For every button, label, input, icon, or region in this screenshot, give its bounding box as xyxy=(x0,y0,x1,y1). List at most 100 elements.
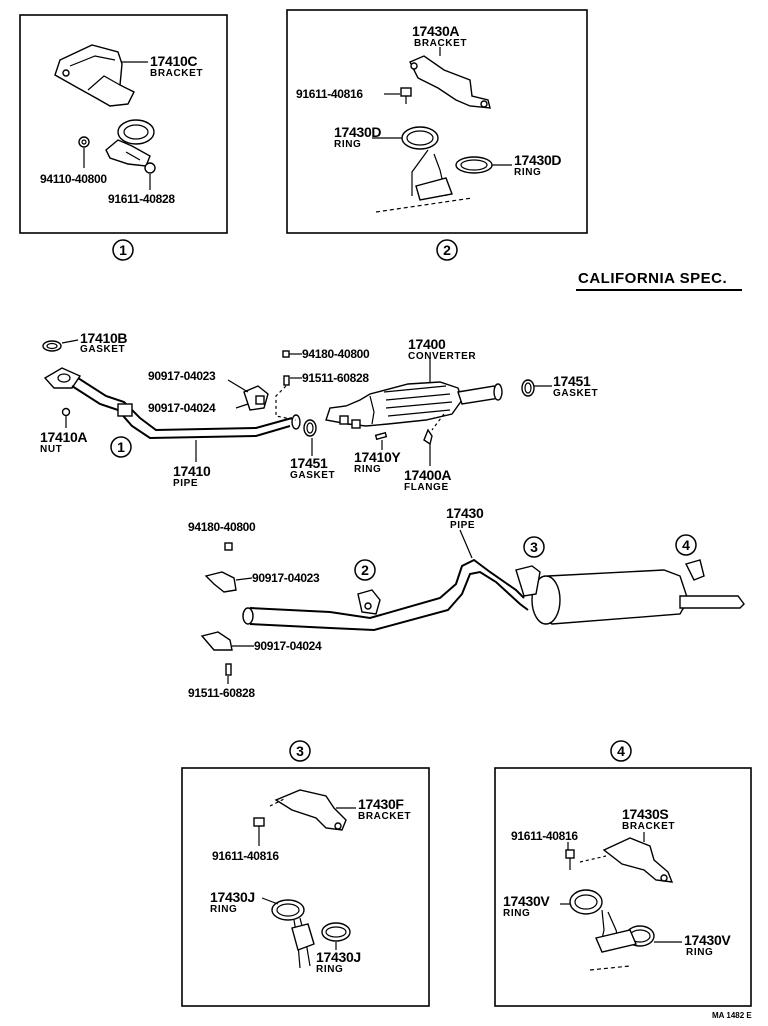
bracket-17430f-drawing xyxy=(269,789,347,831)
gasket-17410b-drawing xyxy=(42,340,62,352)
hanger-drawing xyxy=(291,917,315,969)
clamp-drawing xyxy=(105,119,156,174)
inset-1: 17410C BRACKET 94110-40800 91611-40828 xyxy=(19,14,228,234)
part-number-17430d: 17430D xyxy=(514,152,561,168)
rear-marker-2: 2 xyxy=(361,562,369,578)
part-number-90917-04023: 90917-04023 xyxy=(148,369,216,383)
nut-drawing xyxy=(78,136,90,148)
part-number-17430s: 17430S xyxy=(622,806,668,822)
inset-2: 17430A BRACKET 91611-40816 17430D RING 1… xyxy=(286,9,588,234)
clamp-lower-drawing xyxy=(200,631,233,651)
part-name-ring: RING xyxy=(334,139,361,150)
inset-4-marker-circle xyxy=(610,740,632,762)
part-name-ring: RING xyxy=(316,964,343,975)
hanger-drawing xyxy=(589,909,637,971)
bracket-17430a-drawing xyxy=(409,55,491,109)
front-assembly: 17410B GASKET 17410A NUT 1 17410 PIPE 90… xyxy=(40,330,598,493)
part-number-17430j: 17430J xyxy=(210,889,255,905)
inset-4-frame xyxy=(494,767,752,1007)
inset-1-frame xyxy=(19,14,228,234)
inset-3: 17430F BRACKET 91611-40816 17430J RING 1… xyxy=(181,767,430,1007)
bolt-drawing xyxy=(253,817,265,838)
part-number-17410: 17410 xyxy=(173,463,211,479)
inset-3-frame xyxy=(181,767,430,1007)
part-number-17430v: 17430V xyxy=(684,932,731,948)
bolt-drawing xyxy=(565,849,575,870)
ring-left-drawing xyxy=(401,126,439,150)
inset-1-marker: 1 xyxy=(119,242,127,258)
part-number-91611-40828: 91611-40828 xyxy=(108,192,175,206)
ring-left-drawing xyxy=(271,899,305,921)
part-number-17430v: 17430V xyxy=(503,893,550,909)
hanger-2-drawing xyxy=(357,589,381,615)
ring-left-drawing xyxy=(569,889,603,915)
inset-2-marker-circle xyxy=(436,239,458,261)
part-number-17430f: 17430F xyxy=(358,796,404,812)
flange-17400a-drawing xyxy=(423,428,433,446)
clamp-upper-drawing xyxy=(204,571,237,593)
part-number-17410b: 17410B xyxy=(80,330,127,346)
part-name-converter: CONVERTER xyxy=(408,351,476,362)
part-name-ring: RING xyxy=(210,904,237,915)
ring-right-drawing xyxy=(455,156,493,174)
footer-code: MA 1482 E xyxy=(712,1011,752,1020)
part-number-94180-40800: 94180-40800 xyxy=(188,520,256,534)
part-number-91611-40816: 91611-40816 xyxy=(212,849,279,863)
part-name-bracket: BRACKET xyxy=(622,821,675,832)
hanger-drawing xyxy=(375,149,473,213)
rear-marker-3-circle xyxy=(523,536,545,558)
inset-4-marker: 4 xyxy=(617,743,625,759)
part-name-gasket: GASKET xyxy=(80,344,125,355)
bracket-17410c-drawing xyxy=(54,44,135,107)
part-number-17430a: 17430A xyxy=(412,23,459,39)
part-number-17451: 17451 xyxy=(290,455,328,471)
front-marker-circle xyxy=(110,436,132,458)
pipe-17430-drawing xyxy=(242,558,529,632)
part-number-17400a: 17400A xyxy=(404,467,451,483)
part-name-flange: FLANGE xyxy=(404,482,449,493)
part-number-90917-04024: 90917-04024 xyxy=(148,401,216,415)
part-name-ring: RING xyxy=(686,947,713,958)
inset-2-frame xyxy=(286,9,588,234)
part-number-17430: 17430 xyxy=(446,505,484,521)
ring-right-drawing xyxy=(321,922,351,942)
part-name-pipe: PIPE xyxy=(173,478,198,489)
part-name-ring: RING xyxy=(514,167,541,178)
nut-17410a-drawing xyxy=(61,407,71,417)
part-number-17430d: 17430D xyxy=(334,124,381,140)
inset-4: 17430S BRACKET 91611-40816 17430V RING 1… xyxy=(494,767,752,1007)
part-name-bracket: BRACKET xyxy=(150,68,203,79)
part-name-bracket: BRACKET xyxy=(358,811,411,822)
front-marker-1: 1 xyxy=(117,439,125,455)
inset-2-marker: 2 xyxy=(443,242,451,258)
muffler-drawing xyxy=(515,559,745,625)
part-name-gasket: GASKET xyxy=(290,470,335,481)
gasket-17451-right-drawing xyxy=(521,379,535,397)
ring-17410y-drawing xyxy=(374,431,388,441)
inset-3-marker-circle xyxy=(289,740,311,762)
part-number-91611-40816: 91611-40816 xyxy=(296,87,363,101)
part-name-gasket: GASKET xyxy=(553,388,598,399)
clamp-front-drawing xyxy=(243,385,269,411)
inset-1-marker-circle xyxy=(112,239,134,261)
part-number-17430j: 17430J xyxy=(316,949,361,965)
part-name-ring: RING xyxy=(503,908,530,919)
part-number-91611-40816: 91611-40816 xyxy=(511,829,578,843)
bolt-drawing xyxy=(400,87,412,104)
part-number-17410c: 17410C xyxy=(150,53,197,69)
inset-3-marker: 3 xyxy=(296,743,304,759)
part-number-90917-04024: 90917-04024 xyxy=(254,639,322,653)
part-number-94180-40800: 94180-40800 xyxy=(302,347,370,361)
gasket-17451-left-drawing xyxy=(303,419,317,437)
part-number-17410a: 17410A xyxy=(40,429,87,445)
part-name-ring: RING xyxy=(354,464,381,475)
pipe-17410-drawing xyxy=(43,367,301,440)
part-number-91511-60828: 91511-60828 xyxy=(188,686,255,700)
part-number-90917-04023: 90917-04023 xyxy=(252,571,320,585)
part-name-pipe: PIPE xyxy=(450,520,475,531)
part-number-91511-60828: 91511-60828 xyxy=(302,371,369,385)
bracket-17430s-drawing xyxy=(579,837,674,883)
rear-assembly: 17430 PIPE 94180-40800 90917-04023 2 xyxy=(188,505,745,700)
spec-label: CALIFORNIA SPEC. xyxy=(578,270,727,287)
